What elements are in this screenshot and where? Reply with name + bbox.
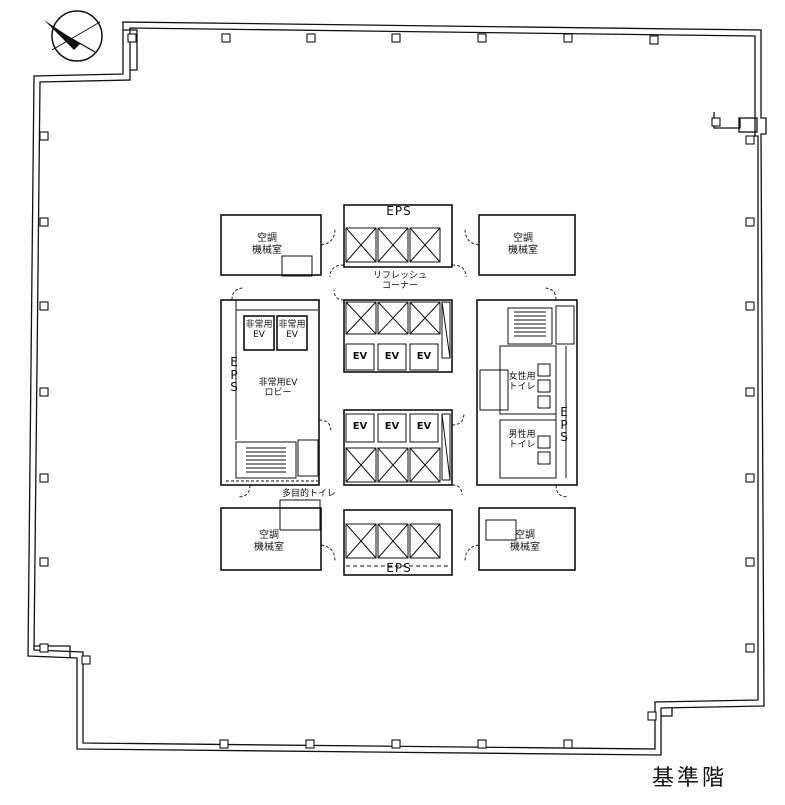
multipurpose-toilet-label: 多目的トイレ: [282, 489, 337, 499]
column: [711, 117, 721, 127]
elevator-lower-2-label: EV: [384, 421, 400, 432]
elevator-lower-3-label: EV: [416, 421, 432, 432]
elevator-lower-1-label: EV: [352, 421, 368, 432]
corner-notch-top-left: [123, 29, 138, 71]
column: [39, 131, 49, 141]
emergency-ev-lobby-label: 非常用EV ロビー: [258, 378, 298, 399]
column: [563, 739, 573, 749]
elevator-car-lower-2: [377, 413, 407, 443]
column: [39, 301, 49, 311]
eps-right-label: EPS: [560, 405, 568, 445]
column: [647, 711, 657, 721]
ahu-room-bottom-right-label: 空調 機械室: [510, 530, 540, 553]
eps-bottom-shafts: [345, 523, 450, 567]
left-stair: [235, 441, 297, 479]
ahu-room-bottom-left: [220, 507, 322, 571]
column: [221, 33, 231, 43]
column: [39, 557, 49, 567]
elevator-car-lower-3: [409, 413, 439, 443]
column: [219, 739, 229, 749]
door-swings: [231, 228, 569, 562]
ahu-room-top-left-label: 空調 機械室: [252, 233, 282, 256]
column: [649, 35, 659, 45]
perimeter-columns: [39, 33, 755, 749]
elevator-upper-2-label: EV: [384, 351, 400, 362]
column: [127, 33, 137, 43]
multipurpose-toilet-room: [279, 499, 321, 531]
eps-top-label: EPS: [386, 204, 412, 218]
elevator-shafts-upper: [345, 301, 451, 359]
womens-toilet-label: 女性用 トイレ: [508, 372, 536, 393]
column: [745, 217, 755, 227]
emergency-elevator-shaft-1: [243, 315, 275, 351]
column: [477, 739, 487, 749]
column: [39, 387, 49, 397]
floor-title: 基準階: [652, 766, 728, 791]
elevator-car-upper-2: [377, 343, 407, 371]
ahu-room-bottom-left-label: 空調 機械室: [254, 530, 284, 553]
refresh-corner-label: リフレッシュ コーナー: [372, 271, 427, 292]
elevator-car-upper-1: [345, 343, 375, 371]
elevator-upper-3-label: EV: [416, 351, 432, 362]
column: [745, 557, 755, 567]
column: [39, 643, 49, 653]
elevator-bank-upper: [343, 299, 453, 373]
column: [81, 655, 91, 665]
elevator-bank-lower: [343, 409, 453, 486]
column: [305, 739, 315, 749]
eps-top-room: [343, 204, 453, 268]
column: [745, 473, 755, 483]
emergency-ev-1-label: 非常用 EV: [245, 320, 273, 341]
elevator-shafts-lower: [345, 413, 451, 483]
core-right-block: [476, 299, 578, 486]
column: [745, 643, 755, 653]
ahu-room-bottom-right: [478, 507, 576, 571]
eps-left-label: EPS: [230, 355, 238, 395]
elevator-car-upper-3: [409, 343, 439, 371]
corner-notch-bottom-right: [661, 708, 673, 717]
emergency-elevator-shaft-2: [276, 315, 308, 351]
right-stair: [507, 307, 553, 345]
column: [477, 33, 487, 43]
compass-icon: [44, 10, 103, 62]
column: [39, 217, 49, 227]
column: [391, 739, 401, 749]
column: [563, 33, 573, 43]
column: [39, 473, 49, 483]
corner-box-top-right: [738, 117, 758, 133]
mens-toilet-label: 男性用 トイレ: [508, 430, 536, 451]
emergency-ev-2-label: 非常用 EV: [278, 320, 306, 341]
elevator-car-lower-1: [345, 413, 375, 443]
column: [745, 135, 755, 145]
column: [306, 33, 316, 43]
eps-bottom-label: EPS: [386, 561, 412, 575]
elevator-upper-1-label: EV: [352, 351, 368, 362]
eps-bottom-room: [343, 509, 453, 576]
building-outer-wall: [27, 21, 767, 756]
building-inner-wall: [33, 27, 759, 750]
core-left-block: [220, 299, 320, 486]
eps-top-shafts: [345, 227, 441, 263]
column: [745, 387, 755, 397]
ahu-room-top-right-label: 空調 機械室: [508, 233, 538, 256]
column: [391, 33, 401, 43]
column: [745, 301, 755, 311]
